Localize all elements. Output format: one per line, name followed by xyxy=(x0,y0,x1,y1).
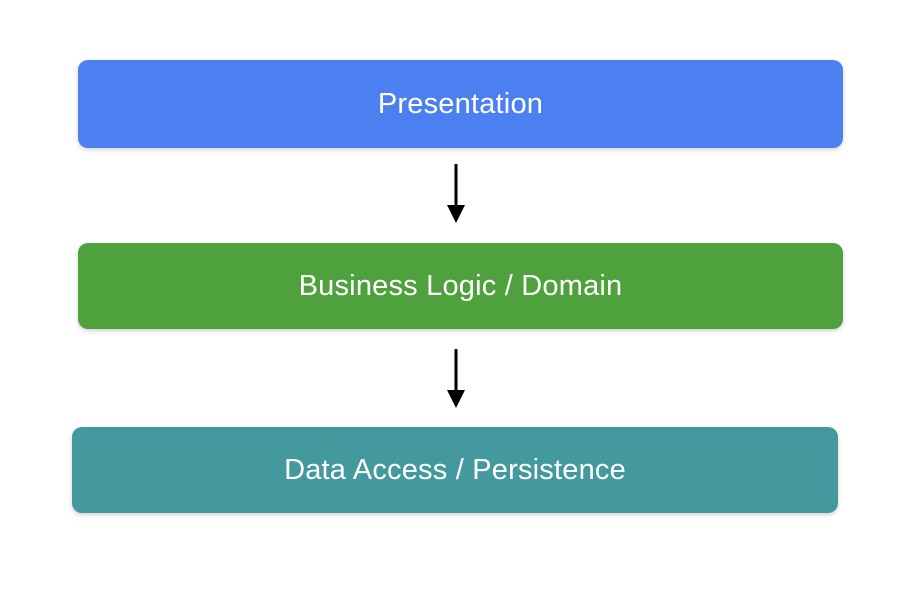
layer-box-business-logic: Business Logic / Domain xyxy=(78,243,843,329)
layer-label-presentation: Presentation xyxy=(377,87,544,120)
down-arrow-presentation-to-business xyxy=(446,164,466,223)
layer-label-business-logic: Business Logic / Domain xyxy=(298,269,623,302)
layer-box-presentation: Presentation xyxy=(78,60,843,148)
layer-label-data-access: Data Access / Persistence xyxy=(284,453,626,486)
layer-box-data-access: Data Access / Persistence xyxy=(72,427,838,513)
down-arrow-business-to-data xyxy=(446,349,466,408)
